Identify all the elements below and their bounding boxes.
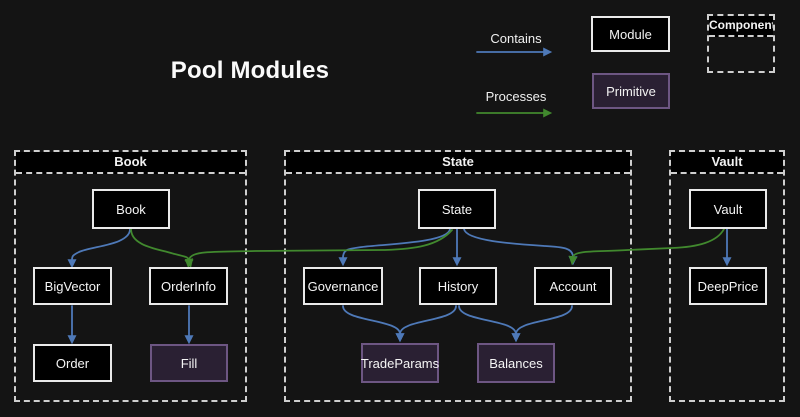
node-orderinfo: OrderInfo [149,267,228,305]
container-book: Book [14,150,247,402]
node-vault: Vault [689,189,767,229]
node-governance: Governance [303,267,383,305]
legend-module-label: Module [609,26,652,42]
container-state: State [284,150,632,402]
container-book-title: Book [16,152,245,174]
node-deepprice: DeepPrice [689,267,767,305]
container-vault: Vault [669,150,785,402]
node-tradeparams: TradeParams [361,343,439,383]
legend-primitive-box: Primitive [592,73,670,109]
node-order: Order [33,344,112,382]
node-history: History [419,267,497,305]
legend-component-label: Component [709,16,773,37]
node-balances: Balances [477,343,555,383]
node-fill: Fill [150,344,228,382]
node-bigvector: BigVector [33,267,112,305]
container-vault-title: Vault [671,152,783,174]
legend-contains-label: Contains [490,31,542,46]
legend-component-box: Component [707,14,775,73]
node-book: Book [92,189,170,229]
legend-processes-label: Processes [485,89,547,104]
legend-primitive-label: Primitive [606,83,656,99]
node-account: Account [534,267,612,305]
legend-module-box: Module [591,16,670,52]
page-title: Pool Modules [170,57,330,84]
node-state: State [418,189,496,229]
container-state-title: State [286,152,630,174]
